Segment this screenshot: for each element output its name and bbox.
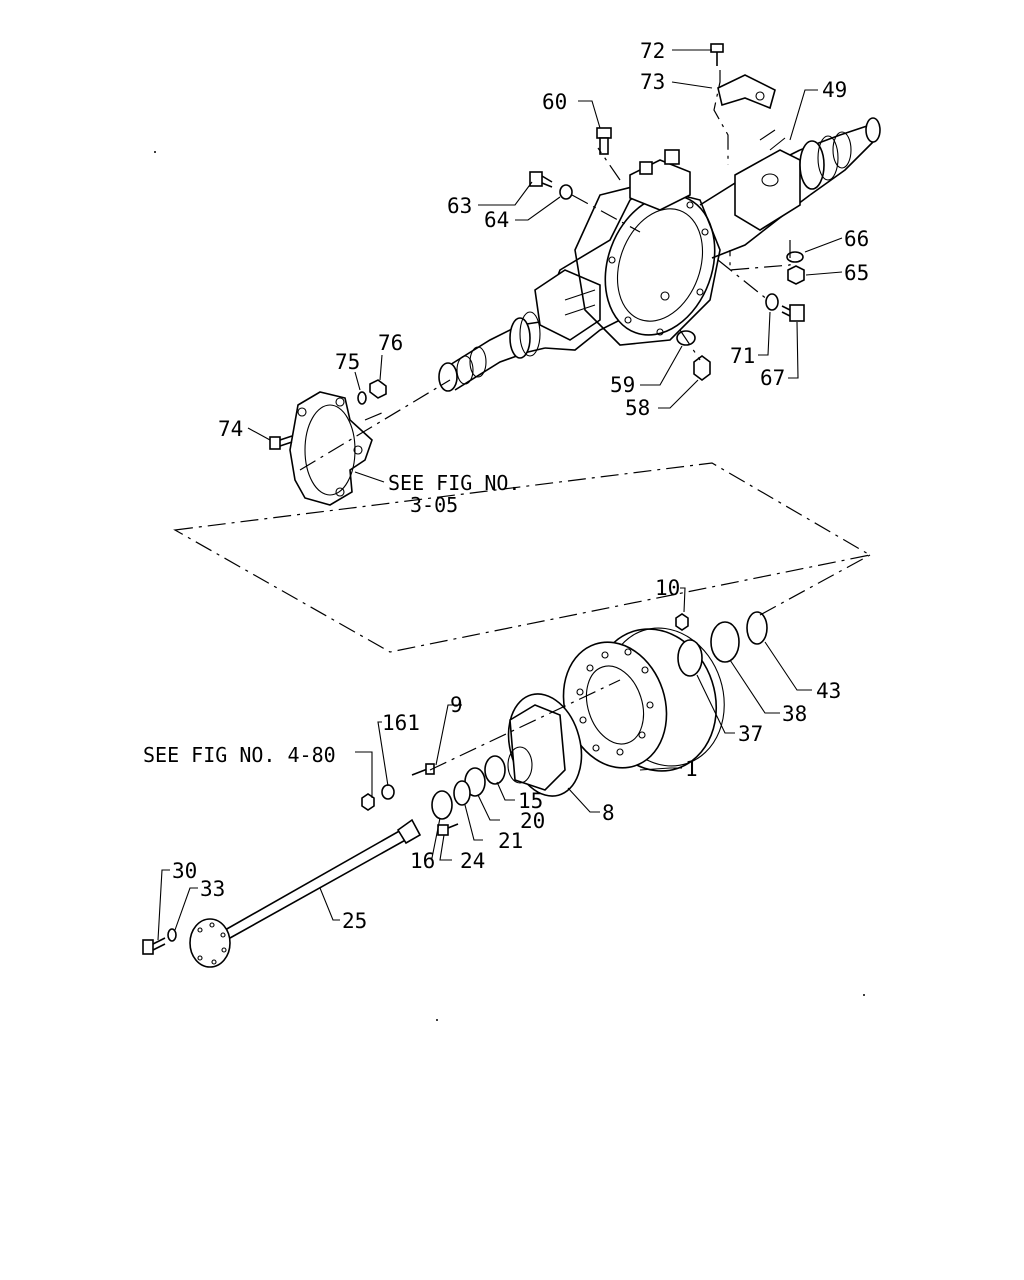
washer-75 xyxy=(357,391,367,405)
race-15 xyxy=(484,755,506,785)
label-59: 59 xyxy=(610,373,635,397)
label-38: 38 xyxy=(782,702,807,726)
nut-65 xyxy=(787,265,805,285)
bearing-37 xyxy=(677,639,703,677)
brake-spider-flange xyxy=(289,391,373,506)
label-21: 21 xyxy=(498,829,523,853)
washer-71 xyxy=(765,293,779,311)
label-16: 16 xyxy=(410,849,435,873)
nut-fig480 xyxy=(361,793,375,811)
label-161: 161 xyxy=(382,711,420,735)
axle-housing xyxy=(438,117,881,392)
axle-shaft-25 xyxy=(189,818,422,968)
label-72: 72 xyxy=(640,39,665,63)
plug-60 xyxy=(596,127,612,155)
label-37: 37 xyxy=(738,722,763,746)
top-cap-73 xyxy=(717,74,776,110)
nut-16 xyxy=(431,790,453,820)
plug-58 xyxy=(693,355,711,381)
label-60: 60 xyxy=(542,90,567,114)
label-73: 73 xyxy=(640,70,665,94)
nut-76 xyxy=(369,379,387,399)
label-74: 74 xyxy=(218,417,243,441)
label-24: 24 xyxy=(460,849,485,873)
washer-66 xyxy=(786,251,804,263)
label-76: 76 xyxy=(378,331,403,355)
stud-9 xyxy=(411,763,435,776)
label-1: 1 xyxy=(685,757,698,781)
label-66: 66 xyxy=(844,227,869,251)
note-fig305-line1: SEE FIG NO. xyxy=(388,471,520,495)
label-43: 43 xyxy=(816,679,841,703)
label-20: 20 xyxy=(520,809,545,833)
leader-lines xyxy=(157,49,843,941)
washer-64 xyxy=(559,184,573,200)
bolt-72 xyxy=(710,43,724,66)
seal-38 xyxy=(710,621,740,663)
label-10: 10 xyxy=(655,576,680,600)
label-33: 33 xyxy=(200,877,225,901)
label-58: 58 xyxy=(625,396,650,420)
label-63: 63 xyxy=(447,194,472,218)
label-25: 25 xyxy=(342,909,367,933)
note-fig305-line2: 3-05 xyxy=(410,493,458,517)
label-71: 71 xyxy=(730,344,755,368)
label-75: 75 xyxy=(335,350,360,374)
bolt-74 xyxy=(269,435,293,450)
label-30: 30 xyxy=(172,859,197,883)
screw-24 xyxy=(437,823,459,836)
bolt-30 xyxy=(142,937,166,955)
bolt-63 xyxy=(529,171,553,188)
note-fig480: SEE FIG NO. 4-80 xyxy=(143,743,336,767)
label-65: 65 xyxy=(844,261,869,285)
label-9: 9 xyxy=(450,693,463,717)
washer-33 xyxy=(167,928,177,942)
label-67: 67 xyxy=(760,366,785,390)
bolt-67 xyxy=(781,304,805,322)
label-64: 64 xyxy=(484,208,509,232)
label-49: 49 xyxy=(822,78,847,102)
washer-21 xyxy=(453,780,471,806)
nut-10 xyxy=(675,613,689,631)
label-15: 15 xyxy=(518,789,543,813)
phantom-boundary xyxy=(173,462,872,653)
ring-43 xyxy=(746,611,768,645)
label-8: 8 xyxy=(602,801,615,825)
part-labels: 72 73 60 49 63 64 66 65 71 67 59 58 75 7… xyxy=(143,39,869,933)
washer-161 xyxy=(381,784,395,800)
